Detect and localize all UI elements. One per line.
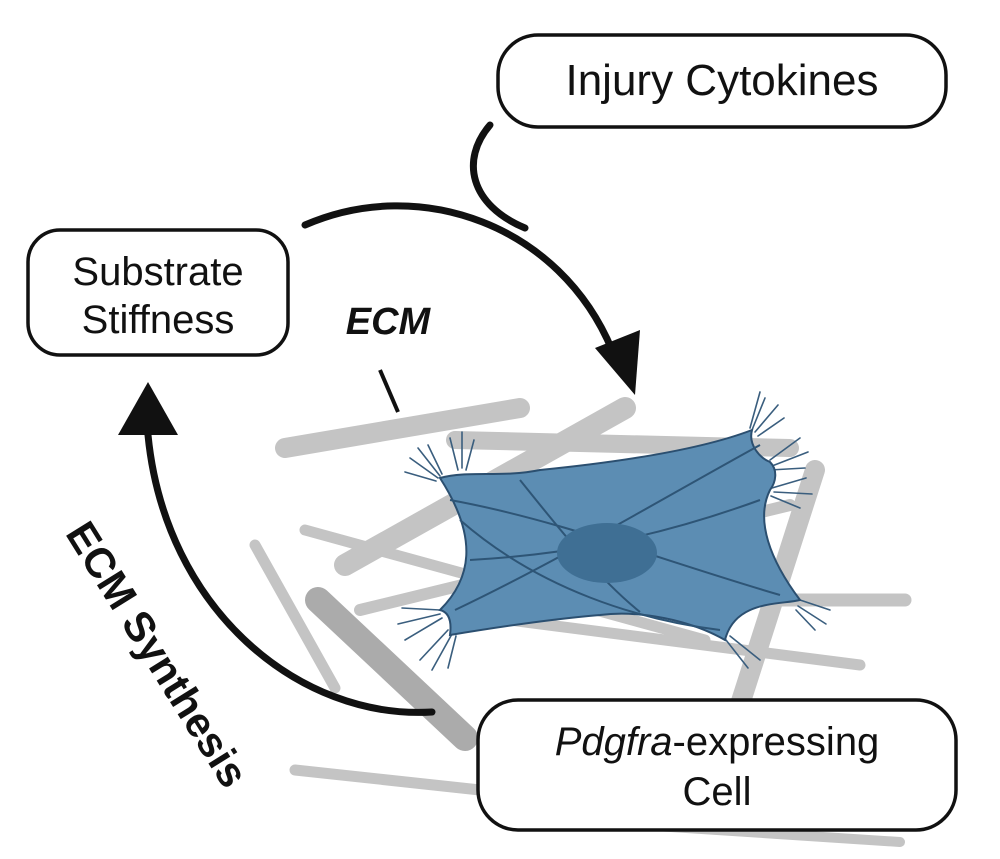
injury-cytokines-label: Injury Cytokines: [565, 56, 878, 105]
pdgfra-gene-name: Pdgfra: [555, 720, 673, 764]
ecm-fiber: [289, 764, 486, 796]
stiffness-to-cell-arrow: [301, 202, 616, 354]
injury-cytokines-node: Injury Cytokines: [496, 33, 948, 129]
ecm-fiber: [249, 539, 341, 694]
injury-cytokines-box: [496, 33, 948, 129]
nucleus: [557, 523, 657, 583]
pdgfra-cell-node: Pdgfra-expressing Cell: [476, 698, 958, 832]
stress-fiber: [459, 519, 721, 631]
ecm-fiber: [275, 398, 530, 458]
synthesis-arrowhead: [118, 382, 178, 435]
substrate-stiffness-node: Substrate Stiffness: [26, 228, 290, 357]
arrows: [118, 121, 640, 716]
filopodia: [397, 391, 831, 671]
substrate-stiffness-label-line2: Stiffness: [82, 298, 235, 342]
cytokines-merge-arrow: [469, 121, 529, 232]
ecm-pointer-line: [378, 369, 400, 413]
pdgfra-suffix: -expressing: [673, 720, 880, 764]
pdgfra-cell-label-line1: Pdgfra-expressing: [555, 720, 880, 764]
ecm-synthesis-arrow: [144, 431, 436, 716]
ecm-fiber: [305, 587, 478, 751]
ecm-label: ECM: [346, 301, 432, 343]
substrate-stiffness-box: [26, 228, 290, 357]
pdgfra-cell-box: [476, 698, 958, 832]
ecm-fiber: [464, 609, 866, 671]
ecm-synthesis-label: ECM Synthesis: [57, 513, 258, 795]
substrate-stiffness-label-line1: Substrate: [72, 250, 243, 294]
pdgfra-cell-illustration: [397, 391, 831, 671]
pdgfra-cell-label-line2: Cell: [683, 770, 752, 814]
stiffness-arrowhead: [595, 330, 640, 395]
